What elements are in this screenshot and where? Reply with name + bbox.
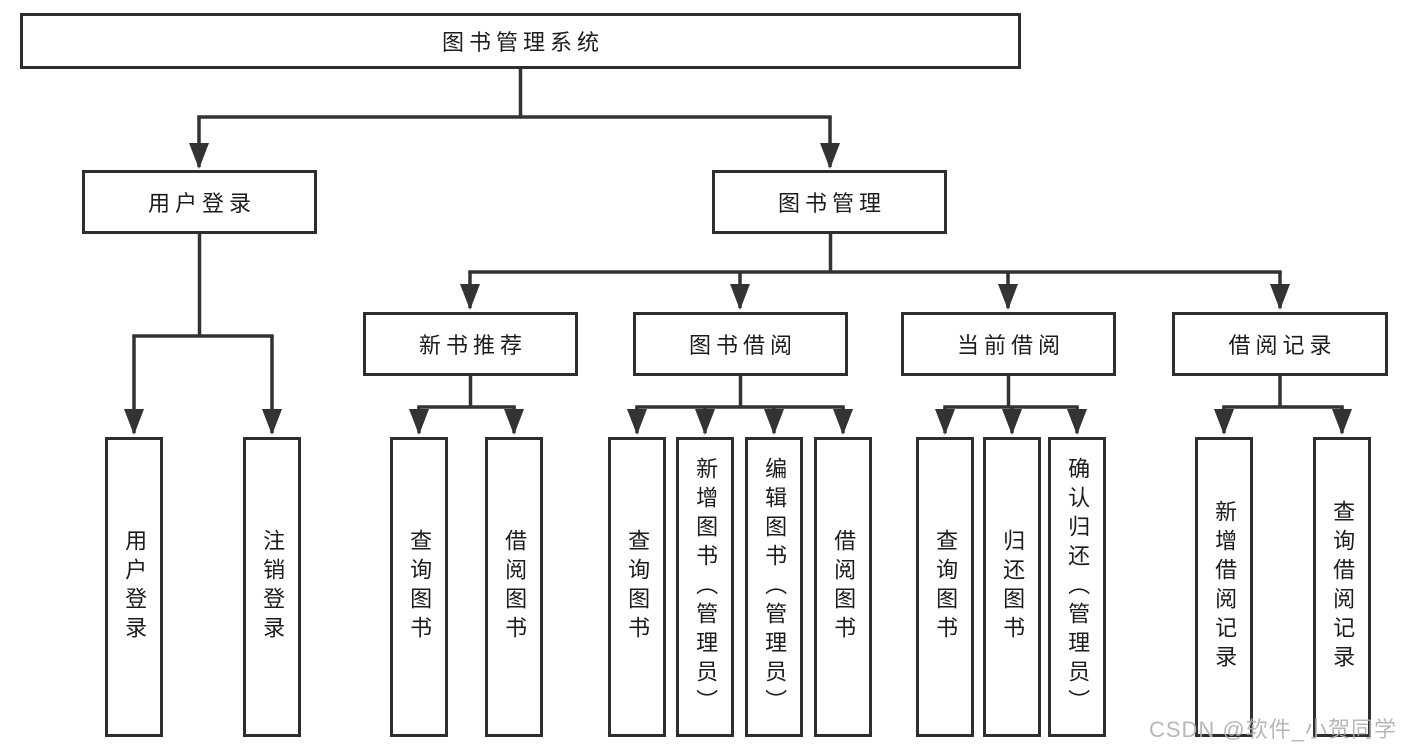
node-leaf-user-login-label: 用户登录 — [122, 529, 148, 645]
node-current-borrowing-label: 当前借阅 — [956, 333, 1065, 358]
node-leaf-return-books: 归还图书 — [983, 437, 1041, 737]
node-new-book-recommendation: 新书推荐 — [363, 312, 578, 376]
node-leaf-add-borrow-record-label: 新增借阅记录 — [1212, 500, 1238, 674]
node-leaf-query-borrow-record-label: 查询借阅记录 — [1330, 500, 1356, 674]
node-leaf-query-books-borrowing-label: 查询图书 — [625, 529, 651, 645]
node-leaf-return-books-label: 归还图书 — [1000, 529, 1026, 645]
node-book-borrowing: 图书借阅 — [633, 312, 848, 376]
node-leaf-confirm-return-admin-label: 确认归还（管理员） — [1065, 456, 1091, 718]
csdn-watermark: CSDN @软件_小贺同学 — [1148, 717, 1397, 742]
node-leaf-add-borrow-record: 新增借阅记录 — [1195, 437, 1253, 737]
node-new-book-recommendation-label: 新书推荐 — [418, 333, 527, 358]
node-book-management-system: 图书管理系统 — [20, 13, 1021, 69]
node-leaf-user-login: 用户登录 — [105, 437, 163, 737]
node-book-management: 图书管理 — [712, 170, 947, 234]
node-leaf-borrow-books-recommend: 借阅图书 — [485, 437, 543, 737]
node-leaf-borrow-books-label: 借阅图书 — [831, 529, 857, 645]
node-book-management-label: 图书管理 — [777, 191, 886, 216]
node-borrowing-records: 借阅记录 — [1172, 312, 1388, 376]
node-leaf-logout: 注销登录 — [243, 437, 301, 737]
node-borrowing-records-label: 借阅记录 — [1228, 333, 1337, 358]
node-leaf-confirm-return-admin: 确认归还（管理员） — [1048, 437, 1106, 737]
node-leaf-add-books-admin-label: 新增图书（管理员） — [693, 456, 719, 718]
node-leaf-edit-books-admin: 编辑图书（管理员） — [745, 437, 803, 737]
connector-line — [132, 67, 1344, 409]
node-current-borrowing: 当前借阅 — [901, 312, 1116, 376]
node-user-login: 用户登录 — [82, 170, 317, 234]
node-user-login-label: 用户登录 — [147, 191, 256, 216]
node-leaf-query-books-recommend: 查询图书 — [390, 437, 448, 737]
node-leaf-borrow-books: 借阅图书 — [814, 437, 872, 737]
node-leaf-query-borrow-record: 查询借阅记录 — [1313, 437, 1371, 737]
node-book-borrowing-label: 图书借阅 — [688, 333, 797, 358]
node-leaf-edit-books-admin-label: 编辑图书（管理员） — [762, 456, 788, 718]
node-leaf-query-books-current: 查询图书 — [916, 437, 974, 737]
node-leaf-logout-label: 注销登录 — [260, 529, 286, 645]
node-leaf-query-books-current-label: 查询图书 — [933, 529, 959, 645]
node-leaf-query-books-recommend-label: 查询图书 — [407, 529, 433, 645]
node-book-management-system-label: 图书管理系统 — [441, 30, 604, 55]
node-leaf-borrow-books-recommend-label: 借阅图书 — [502, 529, 528, 645]
node-leaf-query-books-borrowing: 查询图书 — [608, 437, 666, 737]
node-leaf-add-books-admin: 新增图书（管理员） — [676, 437, 734, 737]
